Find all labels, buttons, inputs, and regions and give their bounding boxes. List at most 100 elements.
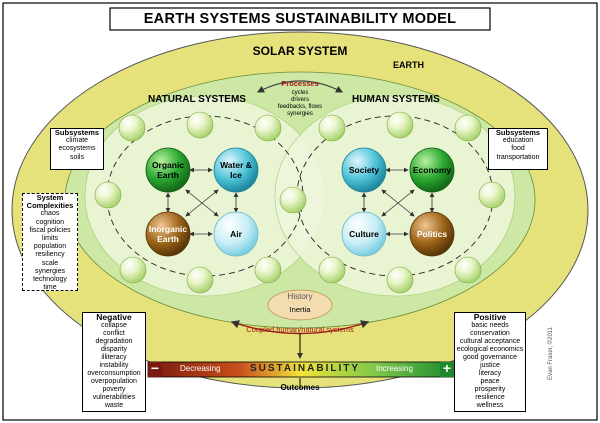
sphere	[118, 114, 146, 142]
sphere	[454, 256, 482, 284]
sphere	[254, 114, 282, 142]
politics-node	[409, 211, 455, 257]
title-box	[109, 7, 491, 31]
complexities-title-1: System	[36, 193, 64, 202]
minus-cap	[148, 362, 162, 377]
water-ice-node	[213, 147, 259, 193]
complexity-item: scale	[41, 259, 59, 267]
complexities-title-2: Complexities	[26, 201, 74, 211]
negative-item: poverty	[102, 386, 126, 393]
solar-system-label: SOLAR SYSTEM	[252, 44, 348, 58]
natural-connectors	[165, 167, 239, 237]
decreasing-label: Decreasing	[180, 364, 221, 373]
water-ice-label: Water & Ice	[220, 160, 252, 180]
outcomes-label: Outcomes	[280, 383, 320, 392]
history-label: History	[287, 292, 313, 301]
processes-line-4: synergies	[287, 111, 313, 117]
natural-systems-label: NATURAL SYSTEMS	[148, 94, 246, 105]
complexities-box: System Complexities chaos cognition fisc…	[22, 193, 78, 291]
positive-item: justice	[480, 362, 500, 369]
negative-item: overconsumption	[87, 370, 141, 377]
subsystems-left-item: climate	[65, 137, 89, 145]
sphere	[186, 111, 214, 139]
natural-subsystem-spheres	[94, 111, 307, 294]
sphere	[386, 111, 414, 139]
sphere	[279, 186, 307, 214]
earth-label: EARTH	[393, 60, 424, 70]
positive-item: conservation	[470, 330, 510, 337]
negative-item: collapse	[101, 322, 127, 329]
economy-label: Economy	[412, 165, 452, 175]
subsystems-left-box: Subsystems climate ecosystems soils	[50, 128, 104, 170]
positive-item: resilience	[475, 394, 505, 401]
subsystems-right-item: food	[511, 145, 525, 153]
sphere	[386, 266, 414, 294]
subsystems-right-box: Subsystems education food transportation	[488, 128, 548, 170]
air-label: Air	[230, 229, 242, 239]
positive-item: basic needs	[471, 322, 509, 329]
negative-item: conflict	[103, 330, 125, 337]
positive-item: ecological economics	[456, 346, 524, 353]
negative-item: illiteracy	[101, 354, 127, 361]
complexity-item: population	[33, 243, 67, 251]
processes-title: Processes	[281, 79, 319, 88]
positive-item: wellness	[476, 402, 504, 409]
processes-arrow	[256, 80, 344, 93]
subsystems-right-title: Subsystems	[495, 128, 541, 137]
increasing-label: Increasing	[376, 364, 413, 373]
politics-label: Politics	[416, 229, 448, 239]
complexity-item: synergies	[35, 267, 65, 275]
complexity-item: resiliency	[35, 251, 65, 259]
plus-sign: +	[442, 360, 452, 376]
sphere	[318, 256, 346, 284]
complexity-item: cognition	[35, 218, 65, 226]
subsystems-right-item: education	[502, 137, 534, 145]
complexity-item: time	[43, 284, 57, 292]
society-node	[341, 147, 387, 193]
human-systems-label: HUMAN SYSTEMS	[352, 94, 440, 105]
positive-item: literacy	[478, 370, 502, 377]
processes-line-1: cycles	[291, 90, 309, 96]
positive-item: cultural acceptance	[459, 338, 521, 345]
culture-label: Culture	[349, 229, 379, 239]
sustainability-label: SUSTAINABILITY	[250, 363, 361, 374]
processes-line-3: feedbacks, flows	[277, 104, 323, 110]
negative-item: vulnerabilities	[92, 394, 136, 401]
page-title: EARTH SYSTEMS SUSTAINABILITY MODEL	[143, 11, 457, 27]
minus-sign: −	[150, 360, 160, 376]
history-inertia-blob	[267, 289, 333, 321]
subsystems-right-item: transportation	[496, 153, 540, 161]
subsystems-left-item: ecosystems	[58, 145, 96, 153]
coupled-label: Coupled human/natural systems	[246, 325, 354, 334]
positive-title: Positive	[473, 312, 507, 322]
negative-item: disparity	[100, 346, 128, 353]
negative-item: instability	[99, 362, 129, 369]
inorganic-earth-label: Inorganic Earth	[148, 224, 188, 244]
sphere	[119, 256, 147, 284]
sphere	[478, 181, 506, 209]
negative-title: Negative	[96, 312, 132, 322]
sphere	[94, 181, 122, 209]
society-label: Society	[348, 165, 380, 175]
economy-node	[409, 147, 455, 193]
negative-box: Negative collapse conflict degradation d…	[82, 312, 146, 412]
positive-box: Positive basic needs conservation cultur…	[454, 312, 526, 412]
inertia-label: Inertia	[289, 305, 311, 314]
culture-node	[341, 211, 387, 257]
subsystems-left-item: soils	[69, 153, 84, 161]
subsystems-left-title: Subsystems	[54, 128, 100, 137]
sphere	[254, 256, 282, 284]
complexity-item: fiscal policies	[29, 226, 71, 234]
plus-cap	[440, 362, 454, 377]
organic-earth-node	[145, 147, 191, 193]
sphere	[454, 114, 482, 142]
positive-item: peace	[480, 378, 500, 385]
inorganic-earth-node	[145, 211, 191, 257]
positive-item: prosperity	[474, 386, 506, 393]
negative-item: waste	[104, 402, 124, 409]
negative-item: degradation	[95, 338, 133, 345]
complexity-item: chaos	[40, 210, 60, 218]
air-node	[213, 211, 259, 257]
human-subsystem-spheres	[318, 111, 506, 294]
